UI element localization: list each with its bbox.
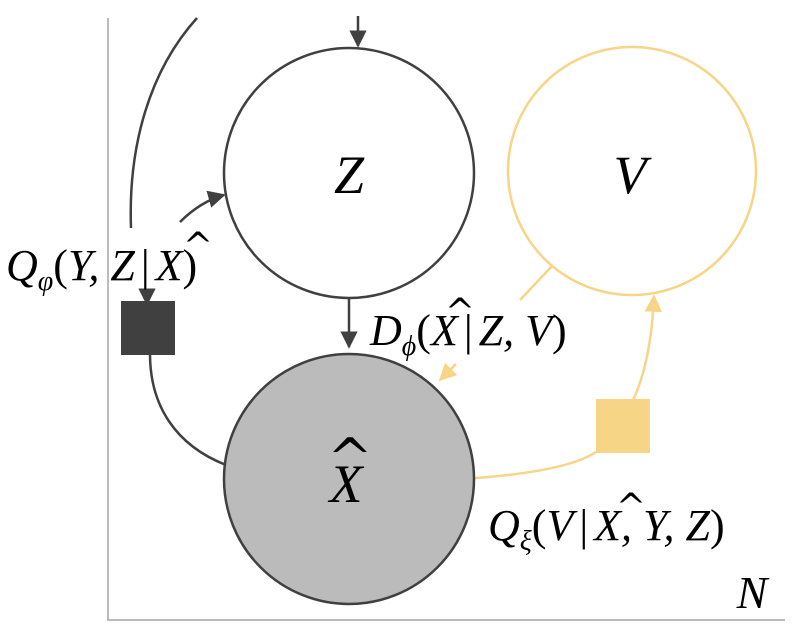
svg-text:^: ^ (616, 487, 646, 528)
node-v (506, 45, 758, 297)
plate-label: N (736, 567, 770, 618)
arrow-v-to-x-upper (519, 265, 553, 301)
curved-edge-top (129, 17, 198, 229)
edge-dark-factor-to-x (148, 353, 227, 467)
factor-square-dark (121, 301, 175, 355)
factor-label-q-xi: Qξ(V|X, Y, Z) ^ (488, 487, 725, 557)
factor-label-q-phi: Qφ(Y, Z|X) ^ (6, 226, 213, 297)
arrow-v-to-x-lower (438, 362, 458, 382)
svg-text:Qξ(V|X, Y, Z): Qξ(V|X, Y, Z) (488, 501, 725, 557)
node-x-hat-mark: ^ (327, 427, 372, 490)
svg-text:Dϕ(X|Z, V): Dϕ(X|Z, V) (369, 306, 567, 362)
svg-text:^: ^ (183, 226, 213, 267)
node-v-label: V (614, 145, 653, 205)
arrow-gold-factor-to-v (631, 294, 663, 401)
node-z-label: Z (334, 145, 365, 205)
edge-x-to-gold-factor (474, 450, 597, 480)
factor-label-d-phi: Dϕ(X|Z, V) ^ (369, 292, 567, 362)
svg-text:Qφ(Y, Z|X): Qφ(Y, Z|X) (6, 241, 197, 297)
arrow-qphi-to-z (179, 190, 226, 223)
node-z (222, 46, 476, 300)
node-x-label: X (328, 454, 365, 514)
svg-text:^: ^ (445, 292, 475, 333)
factor-square-gold (596, 399, 650, 453)
node-x-hat (222, 352, 476, 606)
plate-border (107, 18, 785, 621)
